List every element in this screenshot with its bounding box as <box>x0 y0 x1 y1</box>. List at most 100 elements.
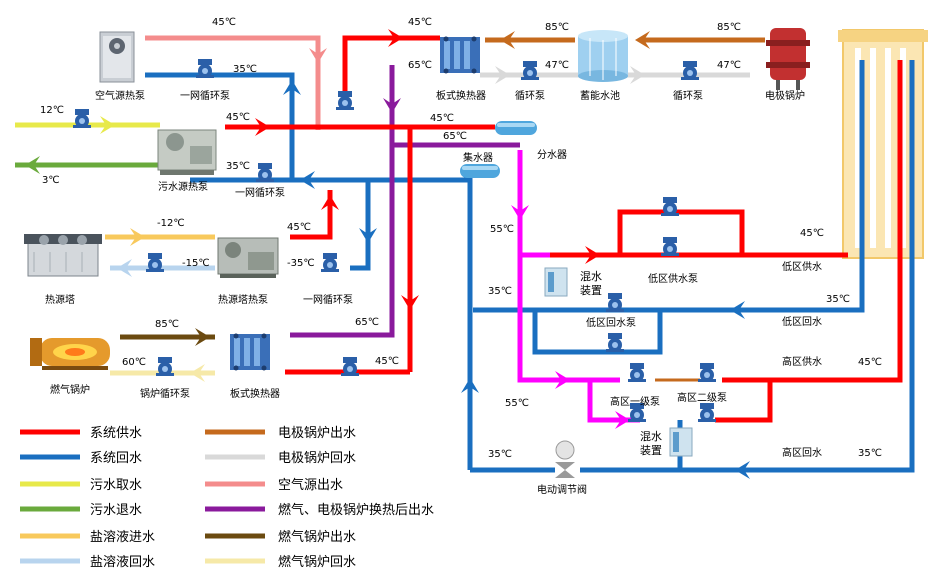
pipe-airsource-out <box>145 35 321 130</box>
low-return-pump-2-icon <box>606 333 624 352</box>
label-mixing-device-2: 混水装置 <box>640 430 662 457</box>
label-low-return: 低区回水 <box>782 315 822 328</box>
pump-primary-2-icon <box>256 163 274 182</box>
temp-low-supply-45: 45℃ <box>800 228 824 239</box>
arrow-sewage-in <box>100 116 115 134</box>
temp-low-return-35: 35℃ <box>488 286 512 297</box>
electric-boiler-icon <box>766 28 810 90</box>
circ-pump-1-icon <box>521 61 539 80</box>
mixing-device-2-icon <box>669 427 693 457</box>
temp-tower-out: -15℃ <box>182 258 210 269</box>
temp-air-out: 45℃ <box>212 17 236 28</box>
temp-tower-return: -35℃ <box>287 258 315 269</box>
label-high-return: 高区回水 <box>782 446 822 459</box>
legend-label-1-4: 盐溶液进水 <box>90 530 155 545</box>
label-electric-valve: 电动调节阀 <box>537 483 587 496</box>
label-plate-hx-top: 板式换热器 <box>436 89 486 102</box>
label-storage-tank: 蓄能水池 <box>580 89 620 102</box>
sewage-heat-pump-icon <box>157 129 217 175</box>
label-gas-boiler: 燃气锅炉 <box>50 383 90 396</box>
legend-label-1-2: 污水取水 <box>90 478 142 493</box>
label-sewage-hp: 污水源热泵 <box>158 180 208 193</box>
temp-high-supply-45: 45℃ <box>858 357 882 368</box>
plate-heat-exchanger-top-icon <box>440 36 480 74</box>
collector-icon <box>460 164 500 178</box>
pump-brine-icon <box>146 253 164 272</box>
temp-bottom-35: 35℃ <box>488 449 512 460</box>
label-high-pump-2: 高区二级泵 <box>677 391 727 404</box>
label-heat-tower-hp: 热源塔热泵 <box>218 293 268 306</box>
temp-hx-top-in: 45℃ <box>408 17 432 28</box>
legend-label-2-1: 电极锅炉回水 <box>278 450 356 466</box>
label-electric-boiler: 电极锅炉 <box>765 89 805 102</box>
temp-low-return-right: 35℃ <box>826 294 850 305</box>
temp-gas-hx-65: 65℃ <box>355 317 379 328</box>
pipe-hx-out <box>290 65 520 338</box>
temp-hx-top-65: 65℃ <box>408 60 432 71</box>
label-circ-pump-2: 循环泵 <box>673 89 703 102</box>
temp-high-return-35: 35℃ <box>858 448 882 459</box>
distributor-icon <box>495 121 537 135</box>
low-supply-pump-1-icon <box>661 197 679 216</box>
low-return-pump-1-icon <box>606 293 624 312</box>
temp-gas-out: 85℃ <box>155 319 179 330</box>
label-collector: 集水器 <box>463 151 493 164</box>
label-mixing-device-1: 混水装置 <box>580 270 602 297</box>
label-heat-tower: 热源塔 <box>45 293 75 306</box>
temp-high-55: 55℃ <box>505 398 529 409</box>
arrows-system-supply <box>255 29 600 310</box>
legend-label-2-5: 燃气锅炉回水 <box>278 554 356 570</box>
arrows-system-return <box>283 80 750 479</box>
arrow-gas-out <box>195 328 210 346</box>
high-pump-1a-icon <box>628 363 646 382</box>
pump-primary-3-icon <box>321 253 339 272</box>
circ-pump-2-icon <box>681 61 699 80</box>
arrow-brine-out <box>117 259 132 277</box>
temp-sewage-in: 12℃ <box>40 105 64 116</box>
temp-air-return: 35℃ <box>233 64 257 75</box>
label-boiler-pump: 锅炉循环泵 <box>140 387 190 400</box>
temp-gas-hx-45: 45℃ <box>375 356 399 367</box>
legend-label-2-2: 空气源出水 <box>278 477 343 493</box>
arrow-brine-in <box>130 228 145 246</box>
arrows-hx-out <box>383 98 401 113</box>
air-source-heat-pump-icon <box>99 31 135 83</box>
legend-label-1-1: 系统回水 <box>90 451 142 466</box>
boiler-pump-icon <box>156 357 174 376</box>
pipe-system-supply <box>225 35 903 423</box>
temp-gas-return: 60℃ <box>122 357 146 368</box>
electric-valve-icon <box>555 440 575 478</box>
heat-tower-heat-pump-icon <box>217 237 279 278</box>
legend-label-2-3: 燃气、电极锅炉换热后出水 <box>278 502 434 518</box>
temp-dist-55: 55℃ <box>490 224 514 235</box>
arrows-electric-return <box>495 66 645 84</box>
temp-boiler-out: 85℃ <box>717 22 741 33</box>
temp-electric-out: 85℃ <box>545 22 569 33</box>
legend-label-1-3: 污水退水 <box>90 503 142 518</box>
arrow-sewage-out <box>25 156 40 174</box>
pump-gas-hx-icon <box>341 357 359 376</box>
arrow-gas-return <box>190 364 205 382</box>
label-low-supply: 低区供水 <box>782 260 822 273</box>
temp-tower-in: -12℃ <box>157 218 185 229</box>
temp-tower-supply: 45℃ <box>287 222 311 233</box>
legend-label-1-5: 盐溶液回水 <box>90 555 155 570</box>
temp-sewage-return: 35℃ <box>226 161 250 172</box>
temp-tank-return: 47℃ <box>545 60 569 71</box>
gas-boiler-icon <box>30 338 110 370</box>
heat-tower-icon <box>24 234 102 277</box>
temp-sewage-supply: 45℃ <box>226 112 250 123</box>
arrows-electric-out <box>500 31 650 49</box>
storage-tank-icon <box>578 30 628 82</box>
mixing-device-1-icon <box>544 267 568 297</box>
label-high-supply: 高区供水 <box>782 355 822 368</box>
label-distributor: 分水器 <box>537 149 567 161</box>
legend-label-1-0: 系统供水 <box>90 426 142 441</box>
pump-primary-1-icon <box>196 59 214 78</box>
temp-main-45: 45℃ <box>430 113 454 124</box>
temp-main-65: 65℃ <box>443 131 467 142</box>
pump-airsource-supply-icon <box>336 91 354 110</box>
arrow-airsource-out <box>309 48 327 63</box>
